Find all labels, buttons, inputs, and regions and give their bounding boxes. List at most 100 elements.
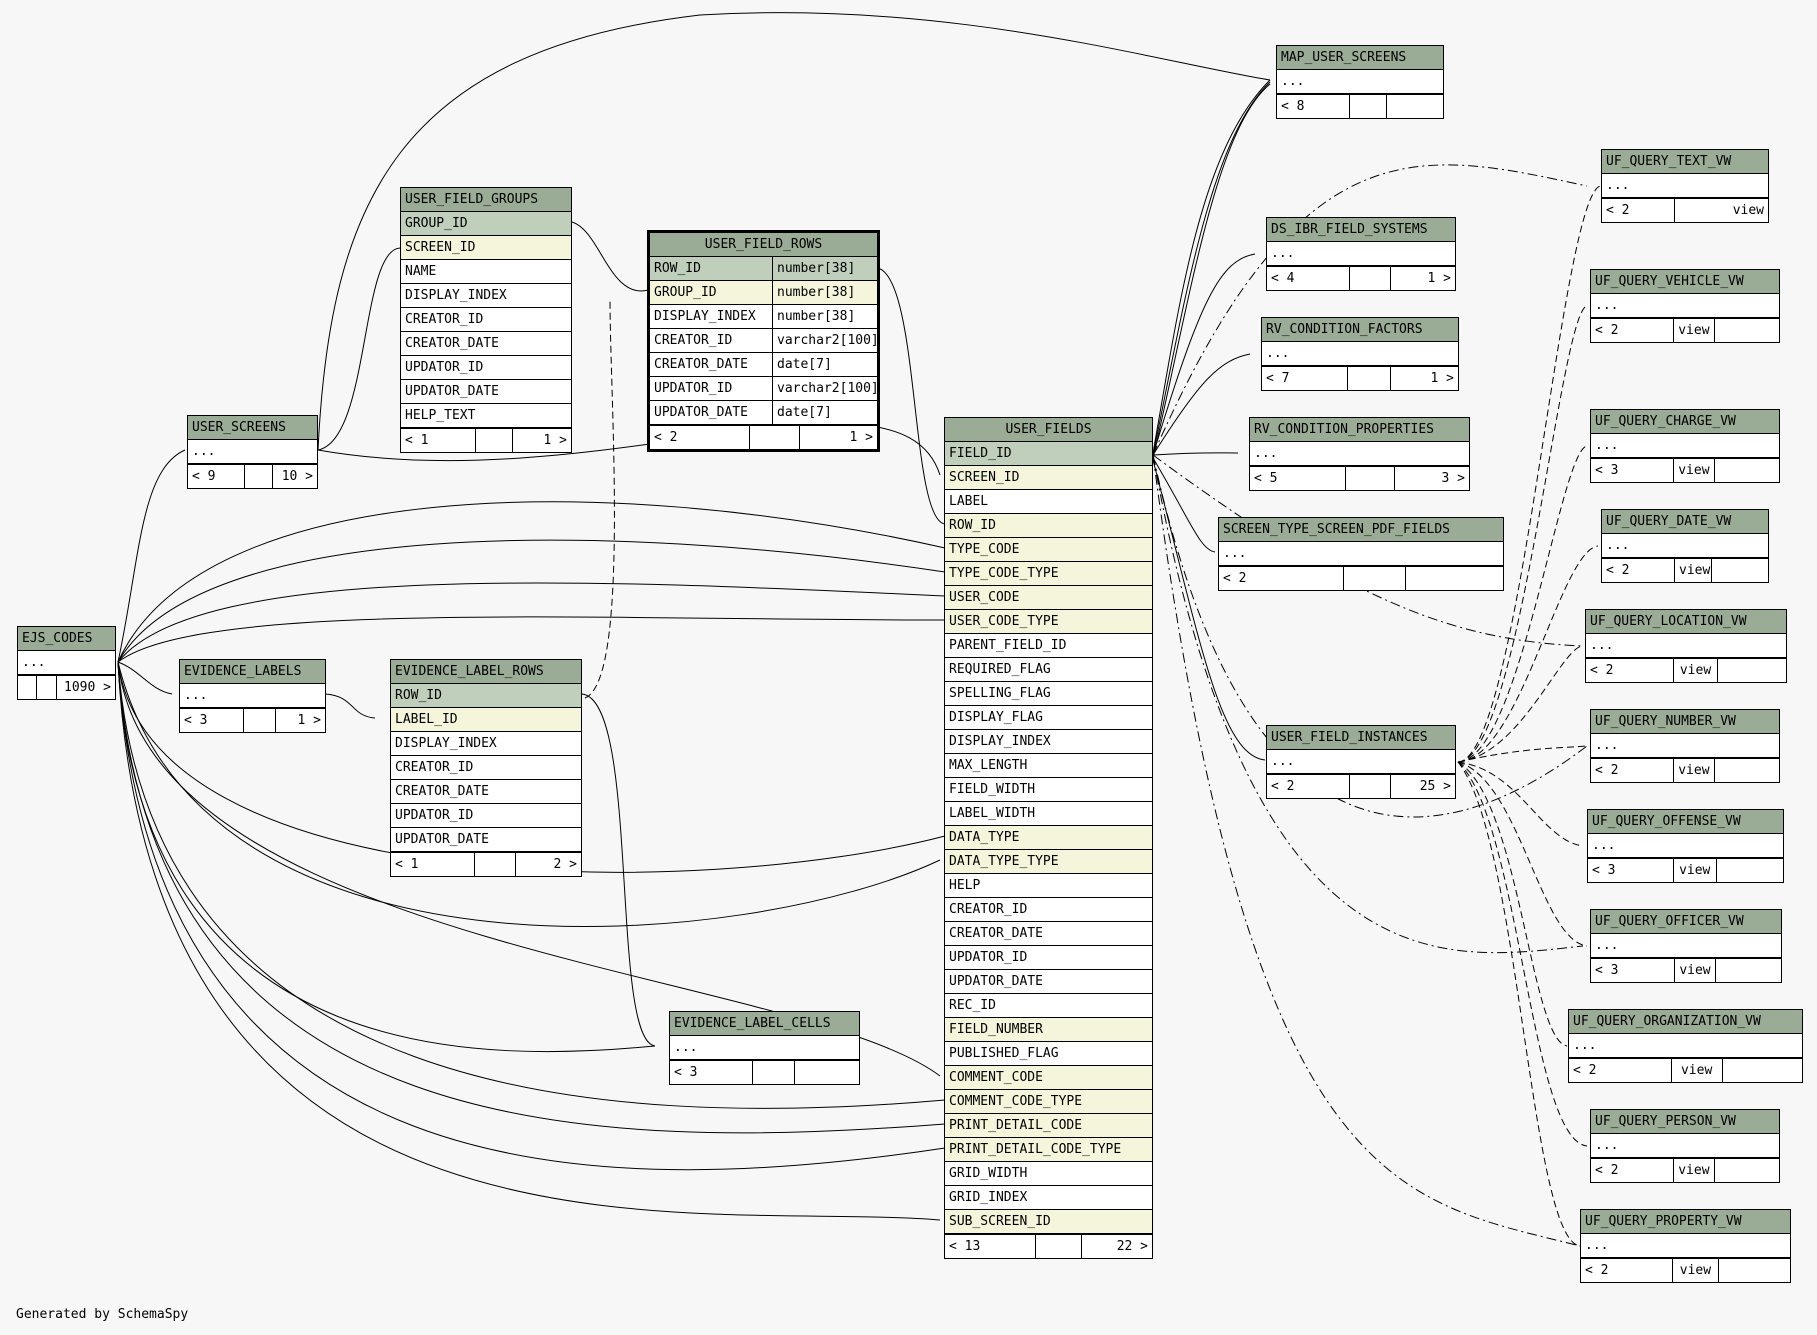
table-header[interactable]: UF_QUERY_CHARGE_VW xyxy=(1591,410,1779,434)
column-row[interactable]: CREATOR_ID xyxy=(654,333,733,348)
table-header[interactable]: UF_QUERY_PROPERTY_VW xyxy=(1581,1210,1790,1234)
table-header[interactable]: UF_QUERY_OFFICER_VW xyxy=(1591,910,1781,934)
column-row[interactable]: DISPLAY_INDEX xyxy=(395,736,497,751)
column-row[interactable]: LABEL_WIDTH xyxy=(949,806,1036,821)
column-row[interactable]: ... xyxy=(1254,446,1278,461)
column-row[interactable]: GRID_INDEX xyxy=(949,1190,1028,1205)
table-header[interactable]: MAP_USER_SCREENS xyxy=(1277,46,1443,70)
column-row[interactable]: DATA_TYPE xyxy=(949,830,1020,845)
uf-query-charge-vw-table[interactable]: UF_QUERY_CHARGE_VW ... < 3 view xyxy=(1590,409,1780,483)
column-row[interactable]: ... xyxy=(1606,178,1630,193)
column-row[interactable]: ... xyxy=(1585,1238,1609,1253)
column-row[interactable]: CREATOR_ID xyxy=(405,312,484,327)
column-row[interactable]: CREATOR_ID xyxy=(949,902,1028,917)
column-row[interactable]: USER_CODE xyxy=(949,590,1020,605)
column-row[interactable]: ... xyxy=(1281,74,1305,89)
column-row[interactable]: SPELLING_FLAG xyxy=(949,686,1051,701)
column-row[interactable]: PRINT_DETAIL_CODE xyxy=(949,1118,1083,1133)
column-row[interactable]: GROUP_ID xyxy=(405,216,468,231)
column-row[interactable]: ... xyxy=(1271,754,1295,769)
column-row[interactable]: CREATOR_DATE xyxy=(654,357,748,372)
column-row[interactable]: ... xyxy=(1590,638,1614,653)
column-row[interactable]: DATA_TYPE_TYPE xyxy=(949,854,1059,869)
column-row[interactable]: COMMENT_CODE_TYPE xyxy=(949,1094,1083,1109)
table-header[interactable]: USER_FIELD_GROUPS xyxy=(401,188,571,212)
evidence-labels-table[interactable]: EVIDENCE_LABELS ... < 3 1 > xyxy=(179,659,326,733)
column-row[interactable]: ... xyxy=(1271,246,1295,261)
column-row[interactable]: CREATOR_DATE xyxy=(395,784,489,799)
column-row[interactable]: UPDATOR_DATE xyxy=(654,405,748,420)
column-row[interactable]: SCREEN_ID xyxy=(949,470,1020,485)
screen-type-screen-pdf-fields-table[interactable]: SCREEN_TYPE_SCREEN_PDF_FIELDS ... < 2 xyxy=(1218,517,1504,591)
table-header[interactable]: USER_FIELD_INSTANCES xyxy=(1267,726,1455,750)
column-row[interactable]: PRINT_DETAIL_CODE_TYPE xyxy=(949,1142,1122,1157)
column-row[interactable]: UPDATOR_DATE xyxy=(405,384,499,399)
column-row[interactable]: CREATOR_DATE xyxy=(949,926,1043,941)
uf-query-offense-vw-table[interactable]: UF_QUERY_OFFENSE_VW ... < 3 view xyxy=(1587,809,1784,883)
table-header[interactable]: UF_QUERY_PERSON_VW xyxy=(1591,1110,1779,1134)
table-header[interactable]: UF_QUERY_NUMBER_VW xyxy=(1591,710,1779,734)
column-row[interactable]: DISPLAY_INDEX xyxy=(949,734,1051,749)
column-row[interactable]: DISPLAY_INDEX xyxy=(654,309,756,324)
column-row[interactable]: UPDATOR_ID xyxy=(654,381,733,396)
column-row[interactable]: ... xyxy=(1595,438,1619,453)
column-row[interactable]: LABEL xyxy=(949,494,989,509)
column-row[interactable]: HELP xyxy=(949,878,981,893)
table-header[interactable]: USER_SCREENS xyxy=(188,416,317,440)
uf-query-property-vw-table[interactable]: UF_QUERY_PROPERTY_VW ... < 2 view xyxy=(1580,1209,1791,1283)
rv-condition-factors-table[interactable]: RV_CONDITION_FACTORS ... < 7 1 > xyxy=(1261,317,1459,391)
evidence-label-rows-table[interactable]: EVIDENCE_LABEL_ROWS ROW_ID LABEL_ID DISP… xyxy=(390,659,582,877)
map-user-screens-table[interactable]: MAP_USER_SCREENS ... < 8 xyxy=(1276,45,1444,119)
column-row[interactable]: ... xyxy=(192,444,216,459)
column-row[interactable]: ... xyxy=(184,688,208,703)
table-header[interactable]: UF_QUERY_OFFENSE_VW xyxy=(1588,810,1783,834)
table-header[interactable]: UF_QUERY_VEHICLE_VW xyxy=(1591,270,1779,294)
evidence-label-cells-table[interactable]: EVIDENCE_LABEL_CELLS ... < 3 xyxy=(669,1011,860,1085)
column-row[interactable]: REC_ID xyxy=(949,998,996,1013)
column-row[interactable]: ... xyxy=(1595,938,1619,953)
column-row[interactable]: TYPE_CODE xyxy=(949,542,1020,557)
column-row[interactable]: FIELD_WIDTH xyxy=(949,782,1036,797)
column-row[interactable]: DISPLAY_FLAG xyxy=(949,710,1043,725)
table-header[interactable]: EVIDENCE_LABELS xyxy=(180,660,325,684)
table-header[interactable]: USER_FIELDS xyxy=(945,418,1152,442)
column-row[interactable]: ... xyxy=(674,1040,698,1055)
column-row[interactable]: NAME xyxy=(405,264,437,279)
column-row[interactable]: ... xyxy=(1573,1038,1597,1053)
column-row[interactable]: TYPE_CODE_TYPE xyxy=(949,566,1059,581)
column-row[interactable]: SUB_SCREEN_ID xyxy=(949,1214,1051,1229)
rv-condition-properties-table[interactable]: RV_CONDITION_PROPERTIES ... < 5 3 > xyxy=(1249,417,1470,491)
column-row[interactable]: ... xyxy=(1266,346,1290,361)
column-row[interactable]: ... xyxy=(1595,298,1619,313)
column-row[interactable]: ... xyxy=(1223,546,1247,561)
column-row[interactable]: UPDATOR_ID xyxy=(949,950,1028,965)
uf-query-officer-vw-table[interactable]: UF_QUERY_OFFICER_VW ... < 3 view xyxy=(1590,909,1782,983)
column-row[interactable]: FIELD_ID xyxy=(949,446,1012,461)
table-header[interactable]: UF_QUERY_ORGANIZATION_VW xyxy=(1569,1010,1802,1034)
uf-query-date-vw-table[interactable]: UF_QUERY_DATE_VW ... < 2 view xyxy=(1601,509,1769,583)
column-row[interactable]: UPDATOR_ID xyxy=(395,808,474,823)
table-header[interactable]: UF_QUERY_LOCATION_VW xyxy=(1586,610,1786,634)
user-fields-table[interactable]: USER_FIELDS FIELD_ID SCREEN_ID LABEL ROW… xyxy=(944,417,1153,1259)
column-row[interactable]: FIELD_NUMBER xyxy=(949,1022,1043,1037)
column-row[interactable]: GROUP_ID xyxy=(654,285,717,300)
column-row[interactable]: ... xyxy=(1592,838,1616,853)
column-row[interactable]: HELP_TEXT xyxy=(405,408,476,423)
column-row[interactable]: DISPLAY_INDEX xyxy=(405,288,507,303)
column-row[interactable]: CREATOR_DATE xyxy=(405,336,499,351)
column-row[interactable]: UPDATOR_DATE xyxy=(949,974,1043,989)
column-row[interactable]: REQUIRED_FLAG xyxy=(949,662,1051,677)
column-row[interactable]: GRID_WIDTH xyxy=(949,1166,1028,1181)
uf-query-vehicle-vw-table[interactable]: UF_QUERY_VEHICLE_VW ... < 2 view xyxy=(1590,269,1780,343)
column-row[interactable]: ... xyxy=(1595,1138,1619,1153)
uf-query-organization-vw-table[interactable]: UF_QUERY_ORGANIZATION_VW ... < 2 view xyxy=(1568,1009,1803,1083)
uf-query-person-vw-table[interactable]: UF_QUERY_PERSON_VW ... < 2 view xyxy=(1590,1109,1780,1183)
column-row[interactable]: ROW_ID xyxy=(395,688,442,703)
column-row[interactable]: CREATOR_ID xyxy=(395,760,474,775)
ejs-codes-table[interactable]: EJS_CODES ... 1090 > xyxy=(17,626,116,700)
column-row[interactable]: MAX_LENGTH xyxy=(949,758,1028,773)
table-header[interactable]: EVIDENCE_LABEL_CELLS xyxy=(670,1012,859,1036)
uf-query-location-vw-table[interactable]: UF_QUERY_LOCATION_VW ... < 2 view xyxy=(1585,609,1787,683)
column-row[interactable]: ROW_ID xyxy=(949,518,996,533)
